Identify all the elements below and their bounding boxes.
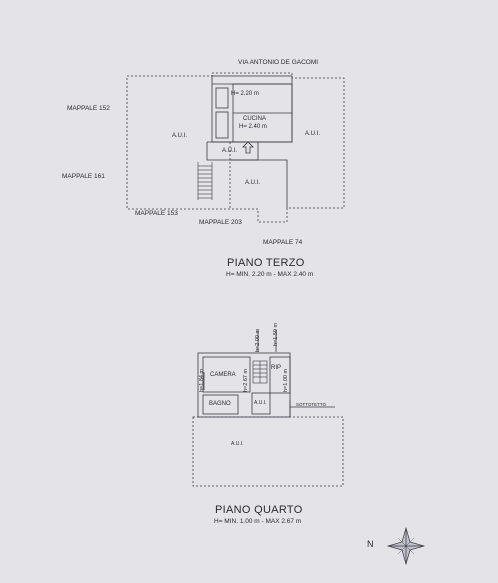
courtyard-outline: [230, 159, 288, 208]
mappale-152-label: MAPPALE 152: [67, 105, 110, 112]
aui-label-left: A.U.I.: [172, 133, 188, 139]
rip-room: [269, 356, 291, 394]
north-label: N: [367, 539, 374, 549]
aui-label-sottotetto: A.U.I.: [231, 441, 244, 447]
staircase-terzo: [197, 162, 213, 200]
entrance-arrow: [242, 141, 254, 154]
camera-room: [202, 356, 251, 393]
bagno-room: [202, 394, 239, 415]
floor-title-terzo: PIANO TERZO: [227, 257, 305, 269]
mappale-74-label: MAPPALE 74: [263, 239, 303, 246]
height-label-184: h=1.84 m: [199, 368, 205, 392]
staircase-quarto: [252, 360, 268, 384]
street-label: VIA ANTONIO DE GACOMI: [238, 59, 319, 66]
height-label-220: H= 2.20 m: [231, 91, 259, 97]
compass-rose-icon: [386, 526, 426, 566]
kitchen-label: CUCINA: [243, 116, 267, 122]
aui-label-right: A.U.I.: [305, 131, 321, 137]
room-label-bagno: BAGNO: [209, 401, 231, 407]
height-label-240: H= 2.40 m: [239, 124, 267, 130]
floor-title-quarto: PIANO QUARTO: [215, 504, 303, 516]
stair-cell: [215, 111, 229, 139]
mappale-153-label: MAPPALE 153: [135, 210, 178, 217]
aui-label-cell: A.U.I.: [254, 400, 267, 406]
aui-label-courtyard: A.U.I.: [245, 180, 261, 186]
floor-heights-terzo: H= MIN. 2.20 m - MAX 2.40 m: [226, 271, 314, 278]
height-label-267: h=2.67 m: [243, 368, 249, 392]
height-label-200: h=2.00 m: [255, 328, 261, 352]
mappale-boundary-upper: [126, 72, 345, 223]
floor-heights-quarto: H= MIN. 1.00 m - MAX 2.67 m: [214, 518, 302, 525]
sottotetto-area: [192, 416, 344, 487]
sottotetto-label: SOTTOTETTO: [296, 402, 327, 407]
room-label-camera: CAMERA: [210, 372, 236, 378]
height-label-100: h=1.00 m: [283, 368, 289, 392]
aui-cell: [251, 392, 271, 415]
height-label-150: h=1.50 m: [273, 322, 279, 346]
mappale-161-label: MAPPALE 161: [62, 173, 105, 180]
mappale-203-label: MAPPALE 203: [199, 219, 242, 226]
stair-cell: [215, 87, 229, 109]
building-core-terzo: [211, 75, 293, 143]
room-label-rip: RIP: [271, 365, 282, 371]
aui-label-corridor: A.U.I.: [222, 148, 238, 154]
